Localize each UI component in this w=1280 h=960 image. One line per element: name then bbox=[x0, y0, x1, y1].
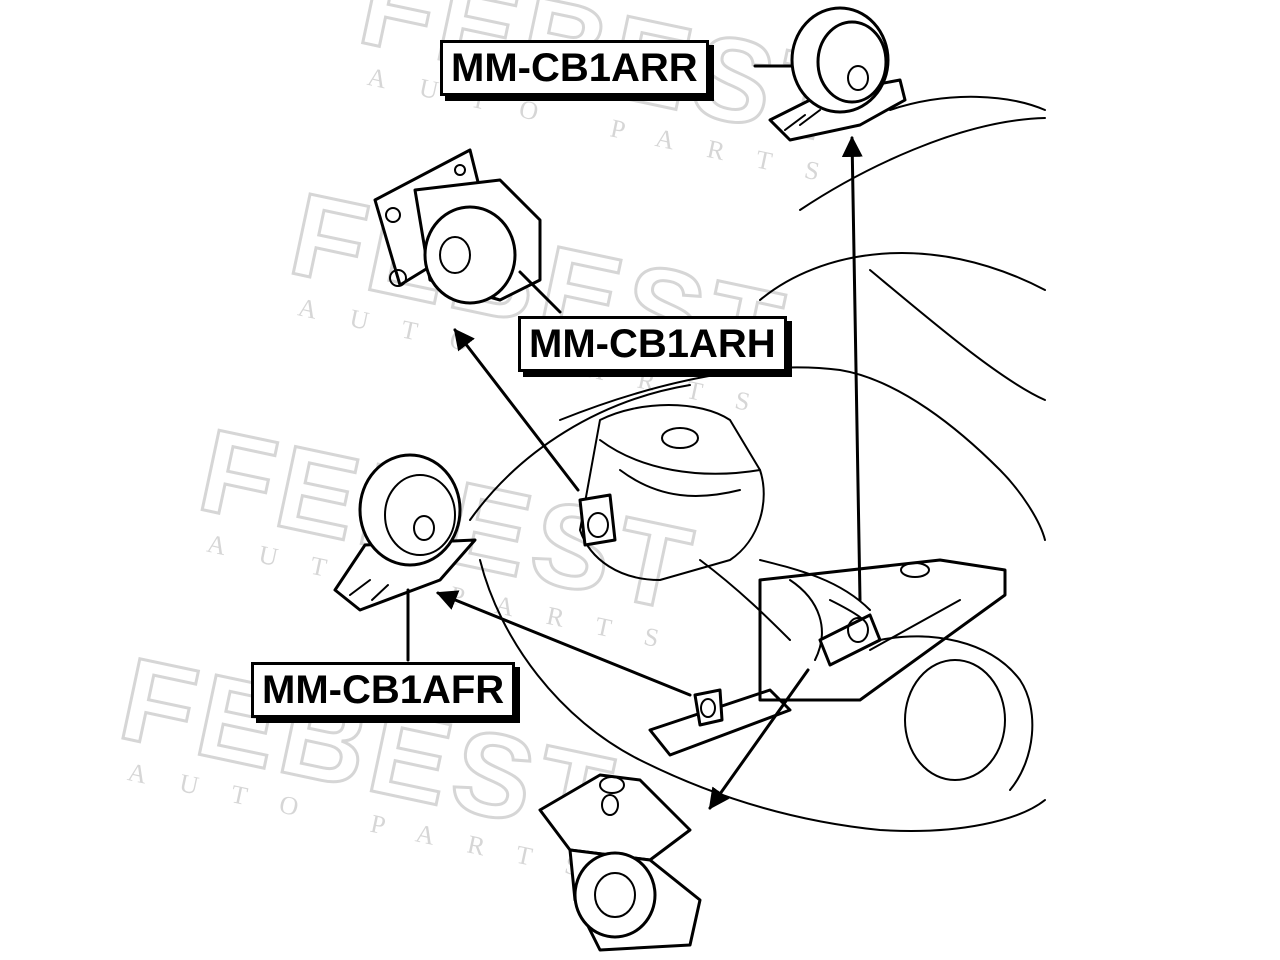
mount-rh-drawing bbox=[373, 148, 542, 305]
installed-mount-rh bbox=[578, 493, 617, 547]
mount-rr-drawing bbox=[768, 6, 907, 142]
label-mm-cb1afr: MM-CB1AFR bbox=[251, 662, 516, 718]
label-mm-cb1arh: MM-CB1ARH bbox=[518, 316, 787, 372]
mount-unlabelled-drawing bbox=[538, 773, 702, 952]
installed-mount-rr bbox=[818, 613, 882, 667]
location-arrows bbox=[436, 135, 863, 810]
subframe-crossmember bbox=[648, 558, 1034, 791]
label-mm-cb1arr: MM-CB1ARR bbox=[440, 40, 709, 96]
leader-lines bbox=[406, 64, 794, 662]
watermark: FEBEST AUTO PARTS FEBEST AUTO PARTS FEBE… bbox=[108, 0, 869, 889]
mount-fr-drawing bbox=[333, 453, 477, 612]
installed-mount-fr bbox=[693, 688, 724, 727]
